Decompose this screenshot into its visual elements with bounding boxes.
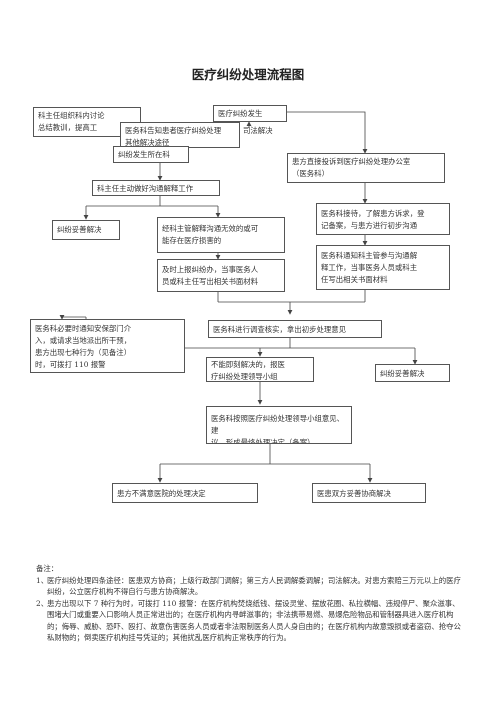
box-supervisor-fail: 经科主管解释沟通无效的或可 能存在医疗损害的	[157, 217, 285, 253]
box-final-decision: 医务科按照医疗纠纷处理领导小组意见、建 议，形成最终处理决定（备案）	[206, 406, 352, 444]
box-resolved-right: 纠纷妥善解决	[375, 364, 450, 382]
label-legal-suffix: 司法解决	[243, 126, 273, 135]
note-number: 1、	[36, 575, 49, 585]
box-notify-director: 医务科通知科主管参与沟通解 释工作，当事医务人员或科主 任写出相关书面材料	[316, 245, 450, 290]
box-med-office-receive: 医务科接待，了解患方诉求，登 记备案，与患方进行初步沟通	[316, 203, 450, 235]
box-notify-patient: 医务科告知患者医疗纠纷处理 其他解决途径	[120, 122, 240, 148]
note-item: 2、 患方出现以下 7 种行为时，可拨打 110 报警：在医疗机构焚烧纸钱、摆设…	[36, 598, 466, 644]
box-security-police: 医务科必要时通知安保部门介 入，或请求当地派出所干预， 患方出现七种行为（见备注…	[30, 319, 185, 373]
note-item: 1、 医疗纠纷处理四条途径：医患双方协商；上级行政部门调解；第三方人民调解委调解…	[36, 575, 466, 598]
box-director-communicate: 科主任主动做好沟通解释工作	[92, 180, 220, 196]
note-text: 医疗纠纷处理四条途径：医患双方协商；上级行政部门调解；第三方人民调解委调解；司法…	[47, 575, 461, 597]
box-resolved-left: 纠纷妥善解决	[52, 220, 120, 240]
box-unresolved: 不能即刻解决的，报医 疗纠纷处理领导小组	[206, 357, 314, 382]
note-number: 2、	[36, 598, 49, 608]
box-dispute-dept: 纠纷发生所在科	[113, 146, 189, 163]
note-text: 患方出现以下 7 种行为时，可拨打 110 报警：在医疗机构焚烧纸钱、摆设灵堂、…	[47, 598, 461, 643]
box-investigate: 医务科进行调查核实，拿出初步处理意见	[208, 320, 382, 338]
page-title: 医疗纠纷处理流程图	[191, 67, 305, 82]
box-dispute-occurs: 医疗纠纷发生	[213, 105, 287, 122]
box-mutual-agreement: 医患双方妥善协商解决	[312, 483, 426, 503]
notes-heading: 备注：	[36, 564, 59, 573]
box-report-timely: 及时上报纠纷办，当事医务人 员或科主任写出相关书面材料	[157, 259, 285, 292]
notes-section: 备注： 1、 医疗纠纷处理四条途径：医患双方协商；上级行政部门调解；第三方人民调…	[36, 563, 466, 644]
box-direct-complaint: 患方直接投诉到医疗纠纷处理办公室 （医务科）	[287, 153, 445, 183]
box-dissatisfied: 患方不满意医院的处理决定	[112, 483, 258, 503]
